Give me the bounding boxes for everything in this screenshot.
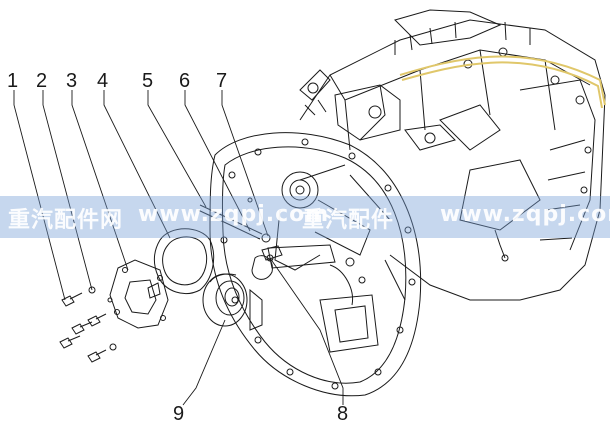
control-valve-block [299,69,456,151]
callout-5: 5 [142,70,153,92]
callout-8: 8 [337,403,348,425]
watermark-band: 重汽配件网 www.zqpj.com 重汽配件 www.zqpj.com [0,196,610,238]
clutch-housing [209,132,422,397]
callout-4: 4 [97,70,108,92]
watermark-url-2: www.zqpj.com [440,202,610,227]
watermark-brand: 重汽配件网 [8,208,124,233]
gasket [153,228,215,294]
callout-6: 6 [179,70,190,92]
gearbox-housing [299,9,606,301]
bolts-and-washers [59,286,117,363]
callout-2: 2 [36,70,47,92]
cover-plate [109,259,169,329]
callout-7: 7 [216,70,227,92]
leader-lines [13,90,344,406]
callout-3: 3 [66,70,77,92]
callout-labels: 1 2 3 4 5 6 7 8 9 [7,70,348,425]
lube-pipe [197,204,283,262]
callout-1: 1 [7,70,18,92]
release-bearing [202,273,248,327]
callout-9: 9 [173,403,184,425]
watermark-url: www.zqpj.com [138,202,330,227]
air-hose [399,55,606,109]
watermark-brand-partial: 重汽配件 [302,208,395,233]
